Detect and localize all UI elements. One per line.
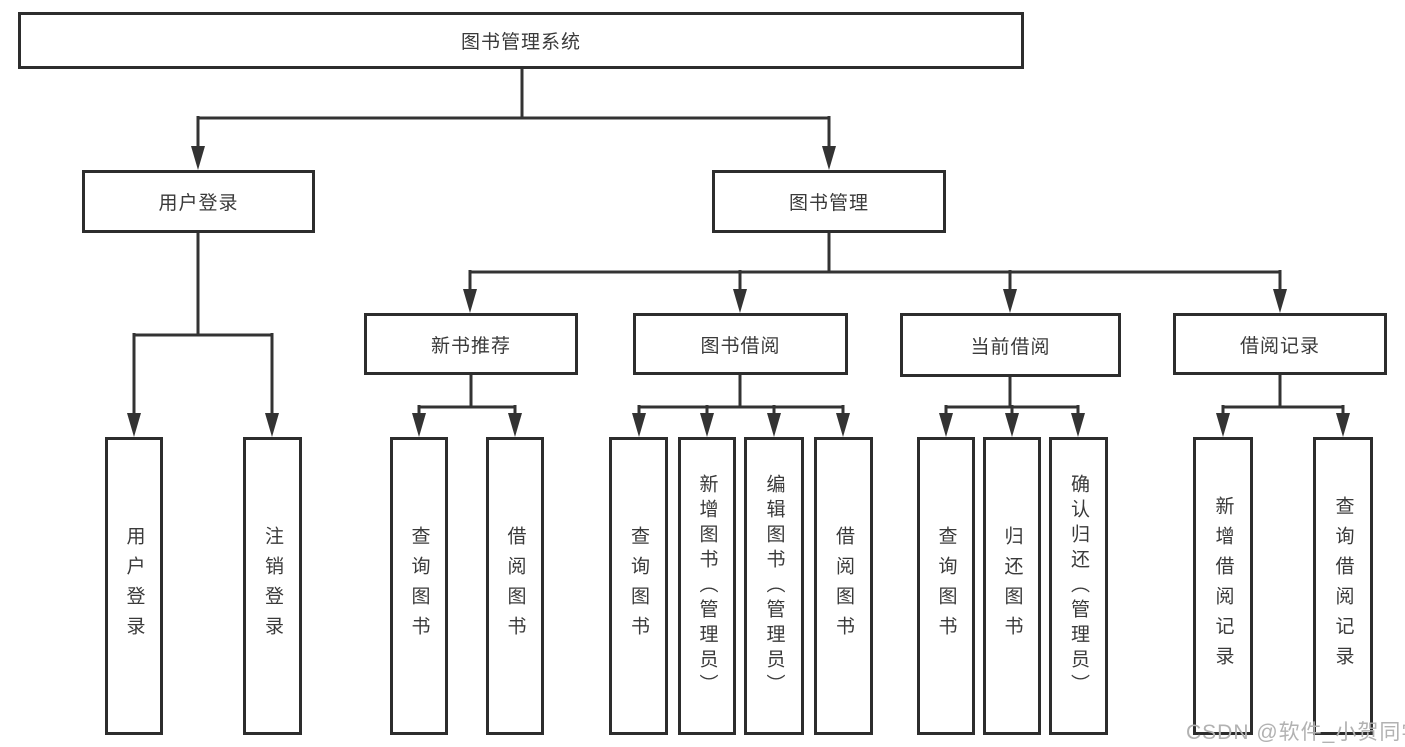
node-book-borrow-label: 图书借阅 — [700, 335, 781, 357]
leaf-add-books-admin-label: 新增图书（管理员） — [696, 473, 718, 699]
leaf-confirm-return-admin-label: 确认归还（管理员） — [1068, 473, 1089, 699]
arrow-down-icon — [700, 413, 714, 437]
node-current-borrow: 当前借阅 — [900, 313, 1121, 377]
connector-user-login — [132, 233, 274, 417]
arrowheads-new-books — [412, 413, 522, 437]
node-new-books-label: 新书推荐 — [430, 335, 511, 357]
leaf-query-books-2: 查询图书 — [609, 437, 668, 735]
arrow-down-icon — [767, 413, 781, 437]
node-borrow-records-label: 借阅记录 — [1239, 335, 1320, 357]
leaf-query-books-1-label: 查询图书 — [408, 526, 430, 646]
connector-root-to-level2 — [196, 69, 831, 150]
connector-book-borrow — [637, 375, 845, 419]
arrowheads-borrow-records — [1216, 413, 1350, 437]
connector-borrow-records — [1221, 375, 1345, 419]
leaf-logout-label: 注销登录 — [262, 526, 283, 646]
node-book-borrow: 图书借阅 — [633, 313, 848, 375]
node-borrow-records: 借阅记录 — [1173, 313, 1387, 375]
arrow-down-icon — [191, 146, 205, 170]
leaf-query-borrow-record: 查询借阅记录 — [1313, 437, 1373, 735]
arrow-down-icon — [1005, 413, 1019, 437]
leaf-borrow-books-2: 借阅图书 — [814, 437, 873, 735]
arrow-down-icon — [412, 413, 426, 437]
arrow-down-icon — [939, 413, 953, 437]
leaf-borrow-books-1: 借阅图书 — [486, 437, 544, 735]
connector-book-mgmt — [468, 233, 1282, 293]
node-user-login: 用户登录 — [82, 170, 315, 233]
arrow-down-icon — [1273, 289, 1287, 313]
leaf-user-login: 用户登录 — [105, 437, 163, 735]
node-root-label: 图书管理系统 — [460, 32, 581, 53]
arrow-down-icon — [1003, 289, 1017, 313]
leaf-query-books-3-label: 查询图书 — [935, 526, 957, 646]
arrow-down-icon — [1216, 413, 1230, 437]
arrow-down-icon — [632, 413, 646, 437]
connector-current-borrow — [944, 375, 1080, 419]
arrowheads-level2 — [191, 146, 836, 170]
arrowheads-book-borrow — [632, 413, 850, 437]
arrow-down-icon — [822, 146, 836, 170]
leaf-query-books-2-label: 查询图书 — [628, 526, 649, 646]
leaf-edit-books-admin: 编辑图书（管理员） — [744, 437, 804, 735]
node-book-mgmt: 图书管理 — [712, 170, 946, 233]
arrow-down-icon — [836, 413, 850, 437]
leaf-add-borrow-record-label: 新增借阅记录 — [1212, 496, 1234, 676]
arrow-down-icon — [1071, 413, 1085, 437]
node-new-books: 新书推荐 — [364, 313, 578, 375]
leaf-return-books-label: 归还图书 — [1001, 526, 1023, 646]
leaf-query-books-3: 查询图书 — [917, 437, 975, 735]
leaf-edit-books-admin-label: 编辑图书（管理员） — [763, 473, 785, 699]
arrow-down-icon — [733, 289, 747, 313]
arrow-down-icon — [1336, 413, 1350, 437]
leaf-add-borrow-record: 新增借阅记录 — [1193, 437, 1253, 735]
leaf-user-login-label: 用户登录 — [123, 526, 145, 646]
leaf-borrow-books-2-label: 借阅图书 — [833, 526, 854, 646]
connector-new-books — [417, 375, 517, 419]
arrow-down-icon — [265, 413, 279, 437]
leaf-add-books-admin: 新增图书（管理员） — [678, 437, 736, 735]
leaf-logout: 注销登录 — [243, 437, 302, 735]
node-book-mgmt-label: 图书管理 — [788, 193, 869, 214]
arrow-down-icon — [127, 413, 141, 437]
node-current-borrow-label: 当前借阅 — [970, 336, 1051, 358]
node-user-login-label: 用户登录 — [158, 193, 239, 214]
leaf-borrow-books-1-label: 借阅图书 — [504, 526, 526, 646]
leaf-query-books-1: 查询图书 — [390, 437, 448, 735]
node-root: 图书管理系统 — [18, 12, 1024, 69]
leaf-return-books: 归还图书 — [983, 437, 1041, 735]
leaf-confirm-return-admin: 确认归还（管理员） — [1049, 437, 1108, 735]
leaf-query-borrow-record-label: 查询借阅记录 — [1332, 496, 1354, 676]
arrowheads-level3 — [463, 289, 1287, 313]
csdn-watermark: CSDN @软件_小贺同学 — [1186, 721, 1405, 744]
arrow-down-icon — [508, 413, 522, 437]
arrow-down-icon — [463, 289, 477, 313]
arrowheads-current-borrow — [939, 413, 1085, 437]
arrowheads-user-login — [127, 413, 279, 437]
